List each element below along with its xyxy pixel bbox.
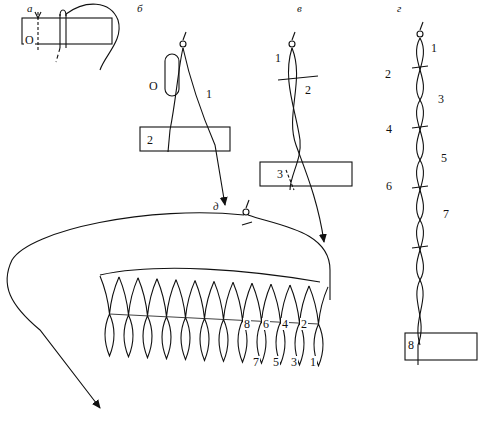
callout-number: 8 <box>243 318 251 330</box>
callout-number: 3 <box>290 356 298 368</box>
mesh-stroke <box>143 316 152 358</box>
mesh-stroke <box>186 318 205 319</box>
mesh-stroke <box>195 281 214 319</box>
mesh-stroke <box>110 314 129 315</box>
mesh-stroke <box>176 280 195 318</box>
panel-letter: в <box>296 2 303 14</box>
mesh-stroke <box>157 279 176 317</box>
panel-b-figure <box>140 32 230 205</box>
callout-number: 7 <box>442 208 450 220</box>
panel-letter: г <box>396 2 402 14</box>
mesh-stroke <box>162 317 171 359</box>
callout-number: 2 <box>146 134 154 146</box>
callout-number: 2 <box>384 68 392 80</box>
mesh-stroke <box>100 276 119 314</box>
callout-number: 1 <box>205 88 213 100</box>
mesh-stroke <box>205 319 224 320</box>
callout-number: 1 <box>274 52 282 64</box>
callout-number: 2 <box>300 318 308 330</box>
mesh-stroke <box>271 284 290 322</box>
callout-number: 3 <box>437 93 445 105</box>
mesh-stroke <box>309 286 328 324</box>
mesh-stroke <box>214 281 233 319</box>
mesh-stroke <box>124 315 133 357</box>
callout-number: 6 <box>262 318 270 330</box>
panel-a-figure <box>22 4 119 70</box>
mesh-stroke <box>219 319 228 361</box>
panel-letter: д <box>212 200 220 212</box>
callout-number: 4 <box>385 123 393 135</box>
callout-number: 5 <box>272 356 280 368</box>
panel-letter: а <box>26 2 34 14</box>
mesh-stroke <box>167 317 186 318</box>
mesh-stroke <box>138 278 157 316</box>
mesh-stroke <box>129 315 148 316</box>
mesh-stroke <box>105 314 114 356</box>
callout-number: 4 <box>281 318 289 330</box>
mesh-stroke <box>252 283 271 321</box>
callout-number: 3 <box>276 168 284 180</box>
mesh-stroke <box>200 319 209 361</box>
mesh-stroke <box>181 318 190 360</box>
callout-number: 1 <box>430 42 438 54</box>
mesh-stroke <box>119 277 138 315</box>
mesh-stroke <box>224 319 243 320</box>
callout-number: О <box>24 34 35 46</box>
callout-number: 5 <box>440 152 448 164</box>
callout-number: 8 <box>407 339 415 351</box>
panel-g-figure <box>405 22 477 365</box>
panel-v-figure <box>260 32 352 242</box>
callout-number: 6 <box>385 180 393 192</box>
callout-number: 1 <box>309 356 317 368</box>
mesh-stroke <box>233 282 252 320</box>
panel-letter: б <box>136 2 144 14</box>
callout-number: О <box>148 80 159 92</box>
mesh-stroke <box>148 316 167 317</box>
panel-d-figure <box>7 200 330 408</box>
callout-number: 2 <box>304 84 312 96</box>
callout-number: 7 <box>252 356 260 368</box>
